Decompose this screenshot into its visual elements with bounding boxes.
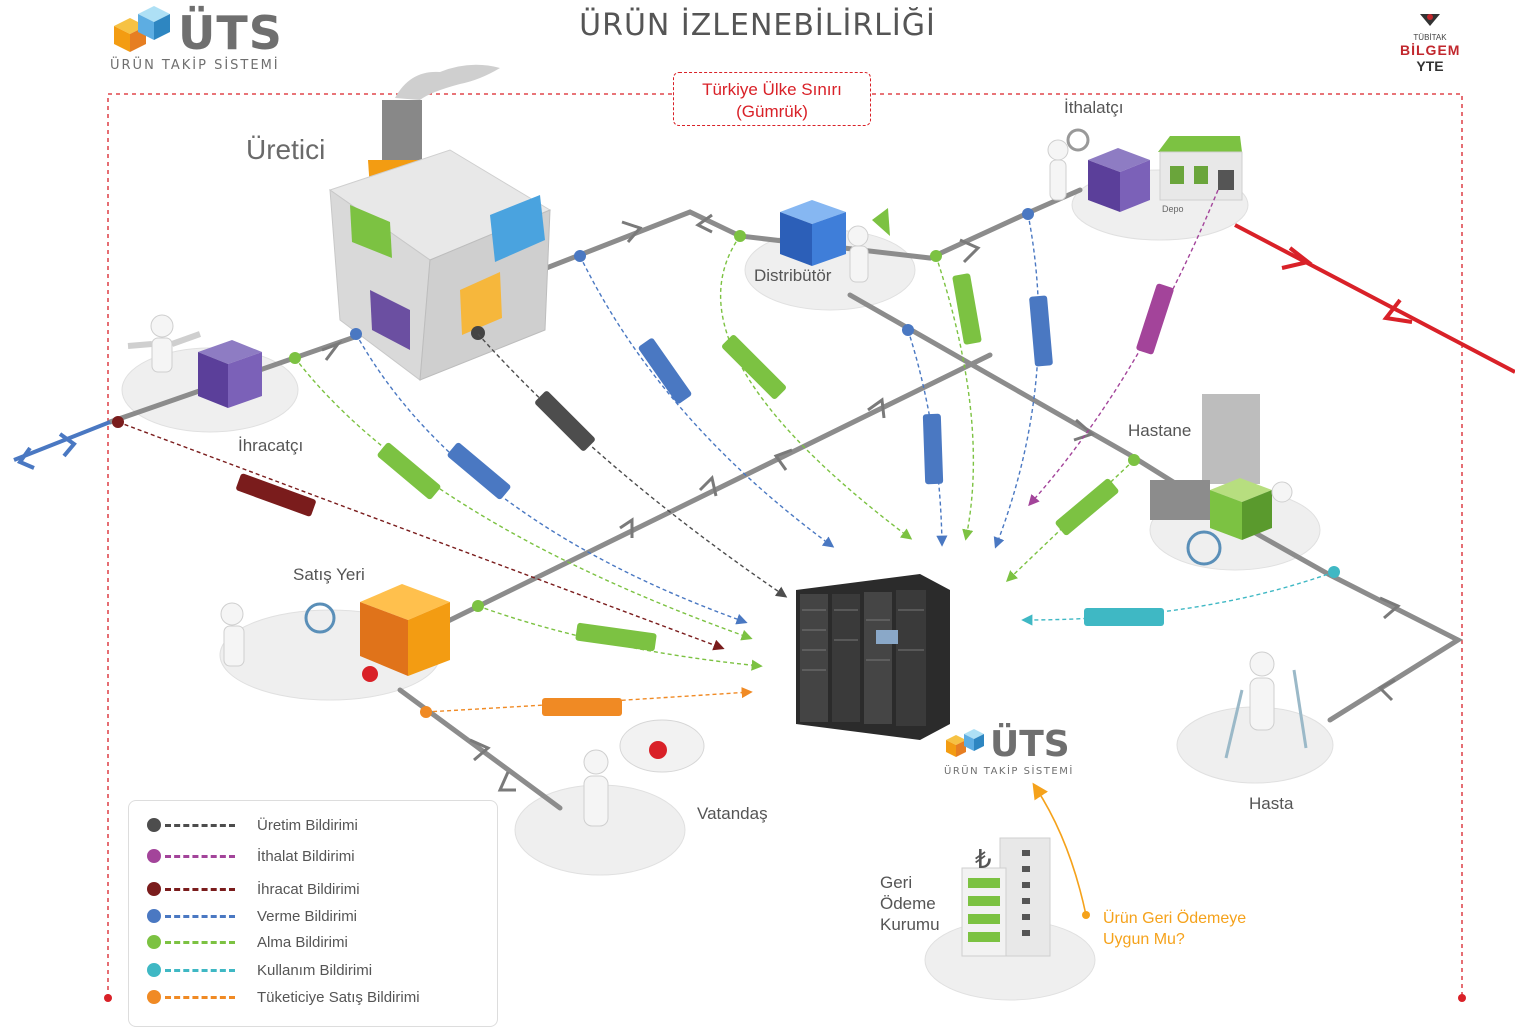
label-depo: Depo <box>1162 204 1184 214</box>
legend-item: İthalat Bildirimi <box>147 847 355 865</box>
warehouse-icon <box>1158 136 1243 201</box>
legend-item: Üretim Bildirimi <box>147 816 358 834</box>
cube-logo-icon <box>114 6 170 52</box>
legend-dot <box>147 963 161 977</box>
label-ihracatci: İhracatçı <box>238 436 304 455</box>
server-rack-icon <box>796 574 950 740</box>
bilgem-top: TÜBİTAK <box>1413 33 1447 42</box>
label-uretici: Üretici <box>246 134 326 165</box>
tubitak-icon <box>1420 14 1440 26</box>
reimbursement-question: Ürün Geri Ödemeye Uygun Mu? <box>1103 908 1246 950</box>
bilgem-bottom: YTE <box>1416 58 1444 74</box>
legend-item: Kullanım Bildirimi <box>147 961 372 979</box>
legend-label: Tüketiciye Satış Bildirimi <box>257 988 420 1006</box>
shop-cube-icon <box>360 584 450 676</box>
question-line-1: Ürün Geri Ödemeye <box>1103 910 1247 927</box>
page-title: ÜRÜN İZLENEBİLİRLİĞİ <box>579 8 936 43</box>
legend-label: Kullanım Bildirimi <box>257 961 373 979</box>
citizen-figure-icon <box>583 719 705 827</box>
cube-logo-icon <box>946 729 984 757</box>
exporter-figure-icon <box>127 314 202 373</box>
data-packets <box>236 273 1174 716</box>
label-vatandas: Vatandaş <box>697 804 768 823</box>
legend: Üretim Bildirimi İthalat Bildirimi İhrac… <box>128 800 498 1027</box>
legend-dot <box>147 935 161 949</box>
label-hastane: Hastane <box>1128 421 1192 440</box>
border-line <box>107 93 1463 998</box>
legend-label: İthalat Bildirimi <box>257 847 355 865</box>
logo-subtitle: ÜRÜN TAKİP SİSTEMİ <box>110 58 280 73</box>
megaphone-figure-icon <box>847 208 890 283</box>
svg-text:₺: ₺ <box>975 845 992 875</box>
label-hasta: Hasta <box>1249 794 1294 813</box>
question-line-2: Uygun Mu? <box>1103 931 1185 948</box>
center-logo-text: ÜTS <box>990 724 1070 765</box>
legend-dot <box>147 849 161 863</box>
bilgem-logo: TÜBİTAK BİLGEM YTE <box>1400 12 1460 74</box>
legend-dot <box>147 909 161 923</box>
legend-dot <box>147 882 161 896</box>
logo-text: ÜTS <box>178 6 283 60</box>
legend-label: Verme Bildirimi <box>257 907 358 925</box>
legend-label: Üretim Bildirimi <box>257 816 358 834</box>
center-logo-subtitle: ÜRÜN TAKİP SİSTEMİ <box>944 766 1074 777</box>
shop-figure-icon <box>220 602 378 682</box>
label-geri-odeme-3: Kurumu <box>880 915 940 934</box>
label-distributor: Distribütör <box>754 266 832 285</box>
legend-label: Alma Bildirimi <box>257 933 348 951</box>
border-line-2: (Gümrük) <box>736 102 808 121</box>
bilgem-mid: BİLGEM <box>1400 42 1461 58</box>
label-geri-odeme-2: Ödeme <box>880 894 936 913</box>
uts-logo: ÜTS ÜRÜN TAKİP SİSTEMİ <box>108 4 298 76</box>
factory-icon <box>328 64 552 381</box>
legend-item: Tüketiciye Satış Bildirimi <box>147 988 420 1006</box>
distributor-cube-icon <box>780 200 846 266</box>
legend-item: Alma Bildirimi <box>147 933 348 951</box>
label-geri-odeme: Geri Ödeme Kurumu <box>880 872 940 935</box>
export-cube-icon <box>198 340 262 408</box>
label-satis-yeri: Satış Yeri <box>293 565 365 584</box>
label-ithalatci: İthalatçı <box>1064 98 1124 117</box>
patient-figure-icon <box>1224 651 1308 759</box>
border-line-1: Türkiye Ülke Sınırı <box>702 80 842 99</box>
legend-item: İhracat Bildirimi <box>147 880 360 898</box>
inspector-figure-icon <box>1047 128 1090 201</box>
center-uts-logo: ÜTS ÜRÜN TAKİP SİSTEMİ <box>944 724 1084 784</box>
legend-item: Verme Bildirimi <box>147 907 357 925</box>
payment-building-icon: ₺ <box>961 837 1051 957</box>
legend-label: İhracat Bildirimi <box>257 880 360 898</box>
customs-border-label: Türkiye Ülke Sınırı (Gümrük) <box>673 72 871 126</box>
legend-dot <box>147 818 161 832</box>
legend-dot <box>147 990 161 1004</box>
import-cube-icon <box>1088 148 1150 212</box>
hospital-building-icon <box>1150 394 1293 566</box>
label-geri-odeme-1: Geri <box>880 873 913 892</box>
